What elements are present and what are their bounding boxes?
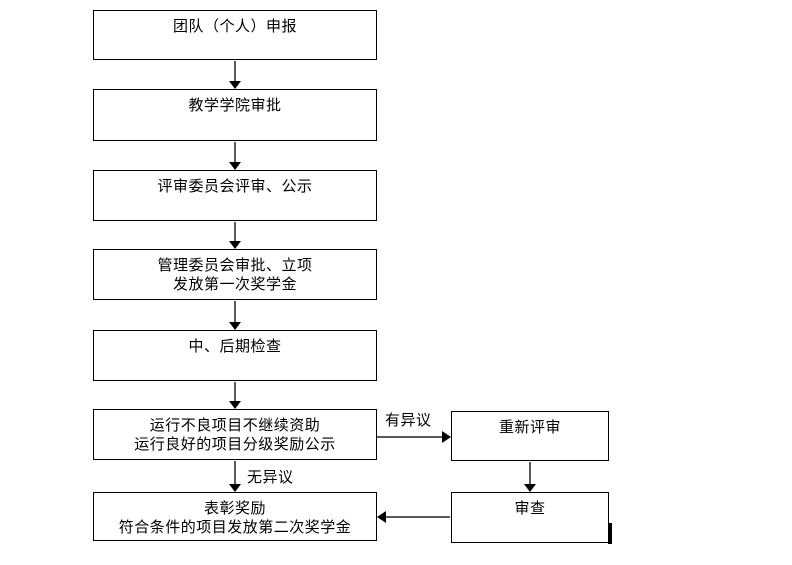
node-audit: 审查 [451, 492, 609, 543]
arrow-down-management-to-inspection-icon [229, 301, 241, 330]
text-cursor [608, 523, 612, 544]
node-operation-outcome: 运行不良项目不继续资助 运行良好的项目分级奖励公示 [93, 409, 377, 460]
node-mid-late-inspection: 中、后期检查 [93, 330, 377, 381]
arrow-left-audit-to-award-icon [377, 511, 450, 523]
node-label: 团队（个人）申报 [172, 17, 297, 35]
node-label: 表彰奖励 [203, 499, 266, 517]
node-label: 运行不良项目不继续资助 [149, 416, 321, 434]
node-management-approval: 管理委员会审批、立项 发放第一次奖学金 [93, 249, 377, 300]
arrow-down-inspection-to-outcome-icon [229, 382, 241, 409]
node-commendation-award: 表彰奖励 符合条件的项目发放第二次奖学金 [93, 492, 377, 541]
node-label: 发放第一次奖学金 [172, 275, 297, 293]
node-college-approval: 教学学院审批 [93, 89, 377, 141]
arrow-down-application-to-college-icon [229, 61, 241, 89]
node-label: 评审委员会评审、公示 [157, 177, 313, 195]
node-label: 管理委员会审批、立项 [157, 256, 313, 274]
node-label: 教学学院审批 [188, 96, 282, 114]
node-team-application: 团队（个人）申报 [93, 10, 377, 60]
arrow-down-committee-to-management-icon [229, 222, 241, 249]
node-label: 中、后期检查 [188, 337, 282, 355]
node-re-review: 重新评审 [451, 411, 609, 461]
node-label: 符合条件的项目发放第二次奖学金 [118, 518, 352, 536]
arrow-down-college-to-committee-icon [229, 142, 241, 170]
node-label: 运行良好的项目分级奖励公示 [134, 435, 336, 453]
node-review-committee: 评审委员会评审、公示 [93, 170, 377, 221]
node-label: 重新评审 [498, 418, 561, 436]
arrow-down-re-review-to-audit-icon [524, 462, 536, 492]
arrow-right-outcome-to-re-review-icon [377, 431, 451, 443]
edge-label-no-objection: 无异议 [247, 468, 294, 486]
edge-label-objection: 有异议 [385, 411, 432, 429]
node-label: 审查 [514, 499, 546, 517]
arrow-down-outcome-to-award-icon [229, 461, 241, 492]
